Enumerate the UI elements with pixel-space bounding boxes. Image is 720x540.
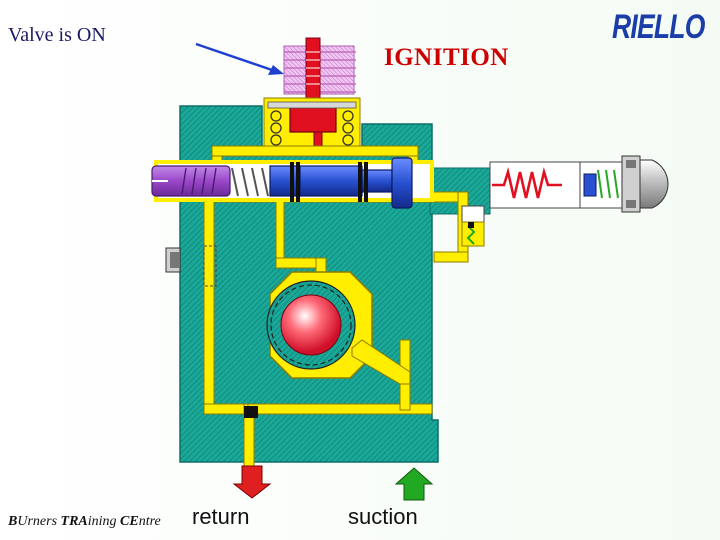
footer-initial-b: B xyxy=(8,514,18,529)
return-check xyxy=(244,406,258,418)
phase-title: IGNITION xyxy=(384,44,509,71)
relief-valve xyxy=(489,155,669,213)
riello-logo: RIELLO xyxy=(612,8,705,46)
adjust-plunger xyxy=(151,165,231,197)
footer-credit: BUrners TRAining CEntre xyxy=(8,514,161,530)
suction-passage xyxy=(351,339,411,385)
footer-urners: Urners xyxy=(17,514,61,529)
return-port-label: return xyxy=(192,504,250,529)
suction-port-label: suction xyxy=(348,504,418,529)
gear-set xyxy=(266,271,373,379)
footer-ntre: ntre xyxy=(138,514,161,529)
return-arrow xyxy=(232,465,272,499)
solenoid-coil xyxy=(283,37,356,101)
nozzle-valve xyxy=(461,205,485,247)
drain-channel xyxy=(203,245,217,287)
piston-spring xyxy=(231,167,269,197)
piston xyxy=(269,157,413,209)
armature xyxy=(289,105,337,133)
footer-initial-tra: TRA xyxy=(60,514,88,529)
footer-initial-ce: CE xyxy=(120,514,139,529)
suction-arrow xyxy=(394,467,434,501)
pointer-arrow xyxy=(195,42,284,75)
side-plug xyxy=(165,247,181,273)
solenoid-housing xyxy=(263,97,361,157)
footer-ining: ining xyxy=(87,514,121,529)
valve-status-label: Valve is ON xyxy=(8,24,106,46)
